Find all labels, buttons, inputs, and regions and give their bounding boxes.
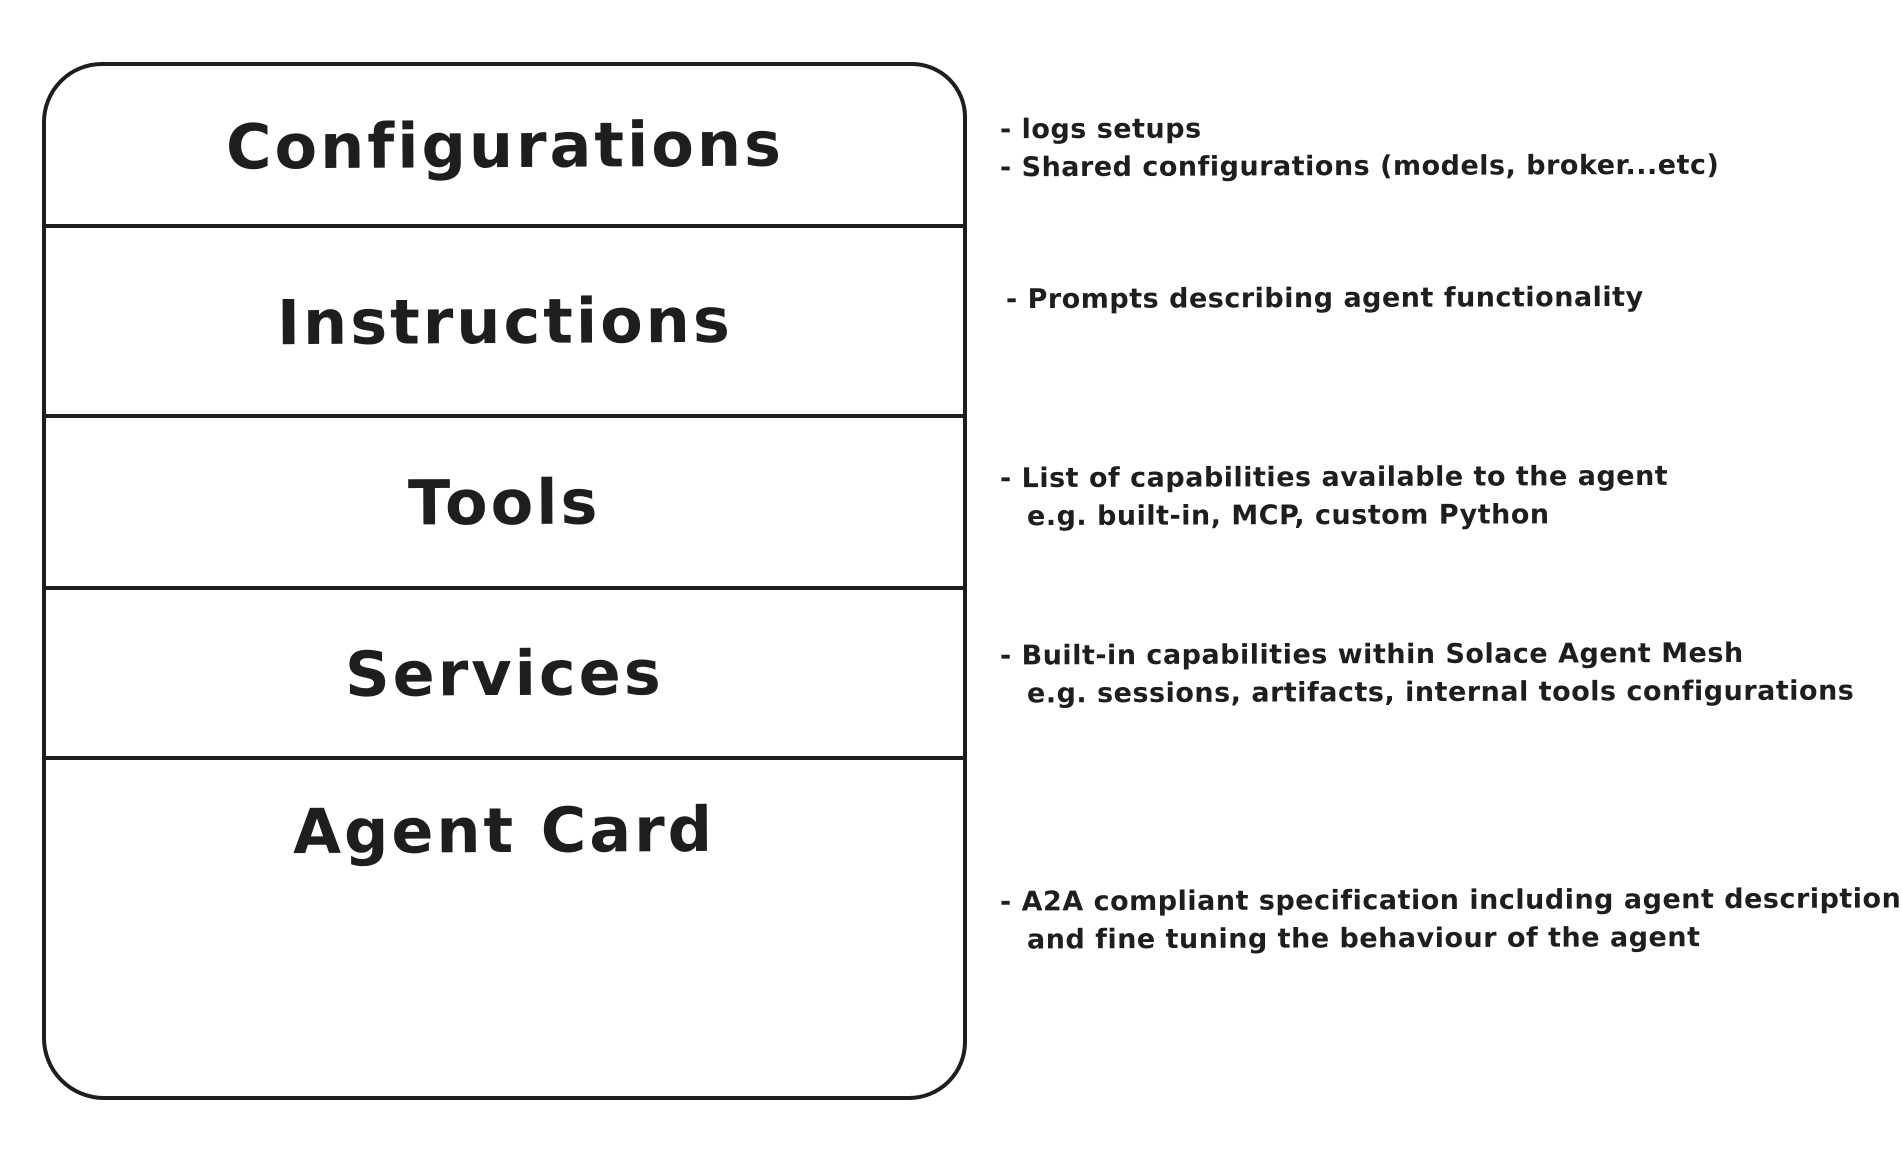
annotation-line: - Built-in capabilities within Solace Ag… xyxy=(999,637,1744,672)
section-label: Services xyxy=(344,635,665,711)
annotation-line: - Shared configurations (models, broker.… xyxy=(999,149,1720,184)
stack-section-configurations: Configurations xyxy=(46,66,963,228)
annotation-line: e.g. built-in, MCP, custom Python xyxy=(1026,499,1550,533)
agent-config-stack: Configurations Instructions Tools Servic… xyxy=(42,62,967,1100)
annotation-services: - Built-in capabilities within Solace Ag… xyxy=(1000,636,1854,712)
annotation-line: e.g. sessions, artifacts, internal tools… xyxy=(1026,675,1855,710)
section-label: Agent Card xyxy=(293,792,716,869)
annotation-line: - Prompts describing agent functionality xyxy=(1005,281,1644,316)
annotation-instructions: - Prompts describing agent functionality xyxy=(1006,280,1644,318)
annotation-tools: - List of capabilities available to the … xyxy=(1000,459,1668,535)
annotation-configurations: - logs setups - Shared configurations (m… xyxy=(1000,110,1719,186)
stack-section-agent-card: Agent Card xyxy=(46,760,963,1096)
section-label: Configurations xyxy=(225,107,784,183)
section-label: Instructions xyxy=(276,283,733,359)
annotation-line: - List of capabilities available to the … xyxy=(999,460,1669,495)
stack-section-services: Services xyxy=(46,590,963,760)
stack-section-tools: Tools xyxy=(46,418,963,590)
annotation-line: - logs setups xyxy=(999,113,1202,146)
annotation-agent-card: - A2A compliant specification including … xyxy=(1000,882,1901,958)
annotation-line: - A2A compliant specification including … xyxy=(999,883,1902,918)
section-label: Tools xyxy=(408,464,601,540)
annotation-line: and fine tuning the behaviour of the age… xyxy=(1026,922,1701,956)
stack-section-instructions: Instructions xyxy=(46,228,963,418)
